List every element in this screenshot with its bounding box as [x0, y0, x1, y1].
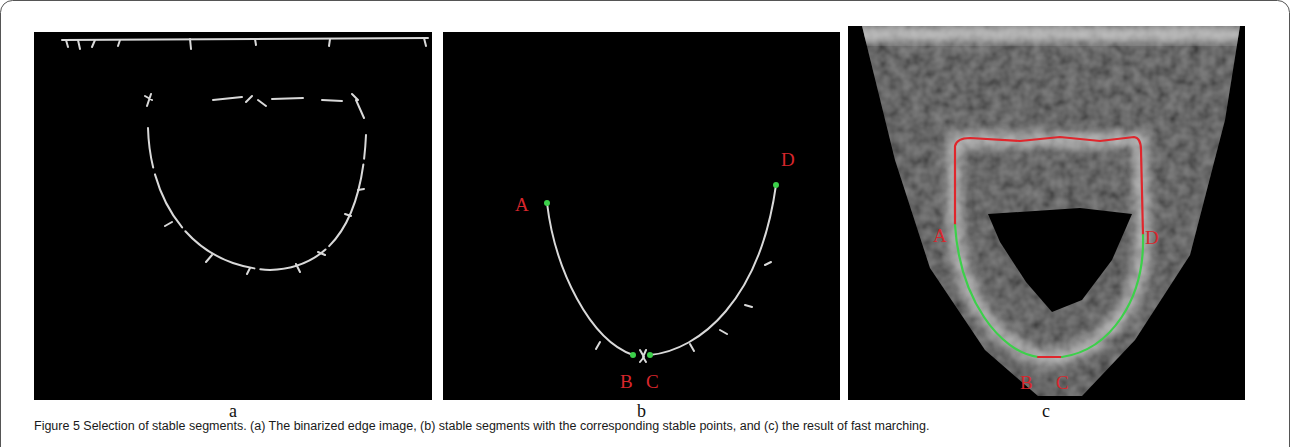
stable-segments [443, 32, 840, 400]
panel-letter: c [1042, 402, 1050, 420]
edge-image [34, 32, 432, 400]
point-label: B [620, 372, 633, 391]
point-label: B [1020, 373, 1033, 392]
figure-caption: Figure 5 Selection of stable segments. (… [34, 419, 1264, 433]
panel-letter: a [229, 402, 237, 420]
point-label: D [1145, 228, 1159, 247]
point-label: A [515, 195, 529, 214]
point-label: C [1056, 373, 1069, 392]
fast-marching-result [848, 26, 1245, 400]
point-label: C [646, 372, 659, 391]
point-label: D [781, 150, 795, 169]
point-label: A [933, 226, 947, 245]
panel-letter: b [637, 402, 646, 420]
